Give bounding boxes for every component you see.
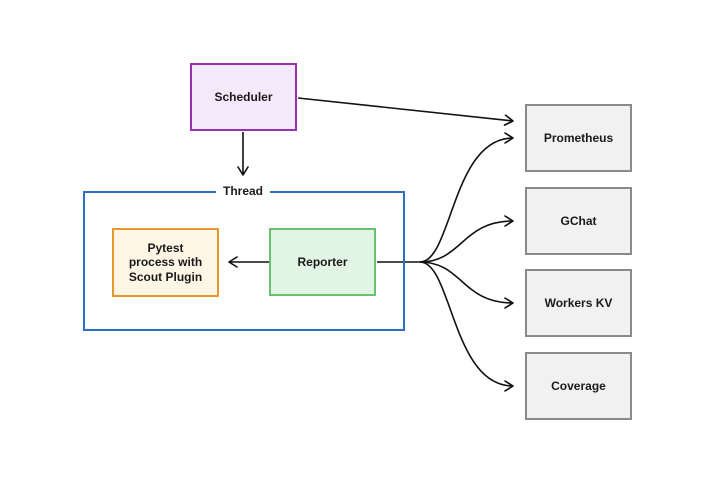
coverage-node: Coverage [525, 352, 632, 420]
prometheus-label: Prometheus [543, 130, 614, 145]
workers-kv-node: Workers KV [525, 269, 632, 337]
reporter-label: Reporter [297, 254, 348, 269]
edge-reporter-to-gchat [419, 215, 514, 263]
coverage-label: Coverage [551, 378, 606, 393]
pytest-label: Pytest process with Scout Plugin [128, 240, 203, 284]
workers-kv-label: Workers KV [544, 295, 613, 310]
gchat-node: GChat [525, 187, 632, 255]
edge-reporter-to-coverage [419, 261, 514, 392]
edge-reporter-to-prometheus [377, 132, 514, 263]
reporter-node: Reporter [269, 228, 376, 296]
edge-reporter-to-workers-kv [419, 261, 514, 309]
gchat-label: GChat [560, 213, 597, 228]
thread-label: Thread [216, 184, 271, 198]
scheduler-label: Scheduler [214, 89, 273, 104]
prometheus-node: Prometheus [525, 104, 632, 172]
pytest-node: Pytest process with Scout Plugin [112, 228, 219, 297]
edge-scheduler-to-prometheus [297, 97, 514, 126]
scheduler-node: Scheduler [190, 63, 297, 131]
